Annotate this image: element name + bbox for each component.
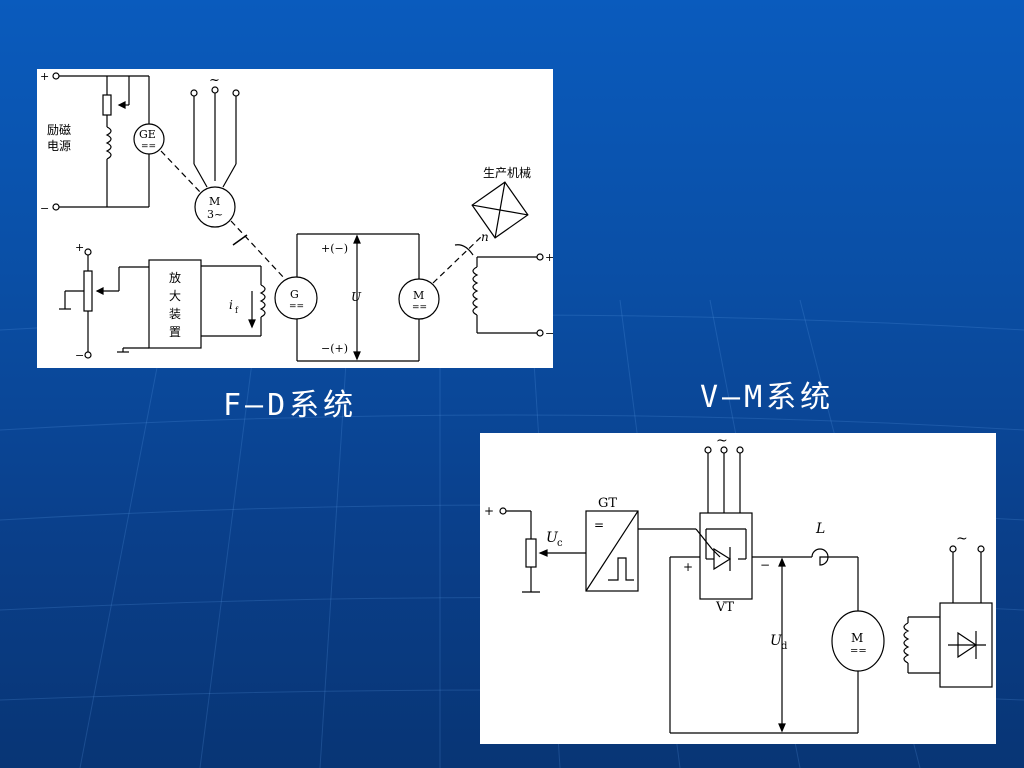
vt-minus: − <box>760 558 770 572</box>
terminal-icon <box>736 446 744 454</box>
l-label: L <box>815 521 825 537</box>
dc-motor <box>831 610 885 672</box>
ge-sub: == <box>141 142 156 152</box>
terminal-icon <box>190 89 198 97</box>
fd-plus-right: + <box>545 251 553 264</box>
field-coil-icon <box>259 284 266 318</box>
u-bottom-polarity: −(+) <box>321 342 348 355</box>
uc-sub: c <box>557 538 563 549</box>
terminal-icon <box>232 89 240 97</box>
dc-motor <box>398 278 440 320</box>
terminal-icon <box>84 248 92 256</box>
g-label: G <box>290 288 299 301</box>
ge-machine <box>133 123 165 155</box>
generator-g <box>274 276 318 320</box>
inductor-icon <box>811 548 840 566</box>
ac-motor <box>194 186 236 228</box>
terminal-icon <box>536 329 544 337</box>
excitation-label-2: 电源 <box>47 139 71 153</box>
diode-icon <box>957 631 978 659</box>
if-main: i <box>229 298 233 312</box>
amplifier-box <box>148 259 202 349</box>
vm-m-label: M <box>851 631 863 645</box>
pulse-icon <box>608 557 634 581</box>
vm-system-caption: V—M系统 <box>700 380 835 415</box>
vt-label: VT <box>715 600 734 615</box>
u-top-polarity: +(−) <box>321 242 348 255</box>
ud-sub: d <box>781 641 788 652</box>
shaft-line <box>432 236 482 284</box>
machinery-label: 生产机械 <box>483 165 531 180</box>
thyristor-icon <box>713 547 732 571</box>
potentiometer-icon <box>83 270 93 312</box>
u-label: U <box>351 290 362 304</box>
fd-minus-left: − <box>40 202 49 215</box>
terminal-icon <box>536 253 544 261</box>
amplifier-char-4: 置 <box>169 325 181 339</box>
machinery-box <box>471 181 529 239</box>
coil-icon <box>105 126 112 160</box>
rotation-arrow <box>454 244 474 256</box>
ud-main: U <box>770 633 783 649</box>
fd-ac-symbol: ~ <box>209 73 220 88</box>
amplifier-char-3: 装 <box>169 307 181 321</box>
speed-n: n <box>481 230 489 244</box>
ge-label: GE <box>139 128 156 141</box>
potentiometer-icon <box>525 538 537 568</box>
fd-plus-pot: + <box>75 241 84 254</box>
excitation-label-1: 励磁 <box>47 122 71 137</box>
if-sub: f <box>235 306 239 315</box>
vm-system-diagram: + U c GT = ~ VT + − L U d M == ~ <box>480 433 996 744</box>
resistor-icon <box>102 94 112 116</box>
vm-ac-symbol-right: ~ <box>956 531 968 547</box>
terminal-icon <box>949 545 957 553</box>
field-coil-icon <box>903 622 910 664</box>
terminal-icon <box>977 545 985 553</box>
terminal-icon <box>84 351 92 359</box>
fd-system-diagram: + 励磁 电源 − GE == ~ M 3~ + − 放 大 装 置 i f <box>37 69 553 368</box>
terminal-icon <box>52 203 60 211</box>
m-sub: == <box>412 303 427 313</box>
motor3-bottom: 3~ <box>207 208 223 221</box>
motor-field-coil-icon <box>472 266 479 316</box>
fd-system-caption: F—D系统 <box>223 388 358 423</box>
vm-m-sub: == <box>850 646 867 657</box>
amplifier-char-2: 大 <box>169 289 181 303</box>
vt-plus: + <box>683 560 693 574</box>
terminal-icon <box>499 507 507 515</box>
fd-plus-top: + <box>40 70 49 83</box>
m-label: M <box>413 289 424 302</box>
vm-plus-input: + <box>484 504 494 518</box>
uc-main: U <box>546 530 559 546</box>
shaft-line <box>160 150 202 194</box>
vt-thyristor-box <box>699 512 753 600</box>
gt-trigger-box <box>585 510 639 592</box>
amplifier-char-1: 放 <box>169 270 181 285</box>
field-rectifier-box <box>939 602 993 688</box>
gt-label: GT <box>598 496 617 511</box>
fd-minus-right: − <box>545 327 553 340</box>
terminal-icon <box>52 72 60 80</box>
terminal-icon <box>704 446 712 454</box>
g-sub: == <box>289 302 304 312</box>
motor3-top: M <box>209 195 220 208</box>
fd-minus-pot: − <box>75 349 84 362</box>
vm-ac-symbol-top: ~ <box>716 433 728 449</box>
gt-eq: = <box>594 518 604 532</box>
shaft-line <box>230 220 286 280</box>
